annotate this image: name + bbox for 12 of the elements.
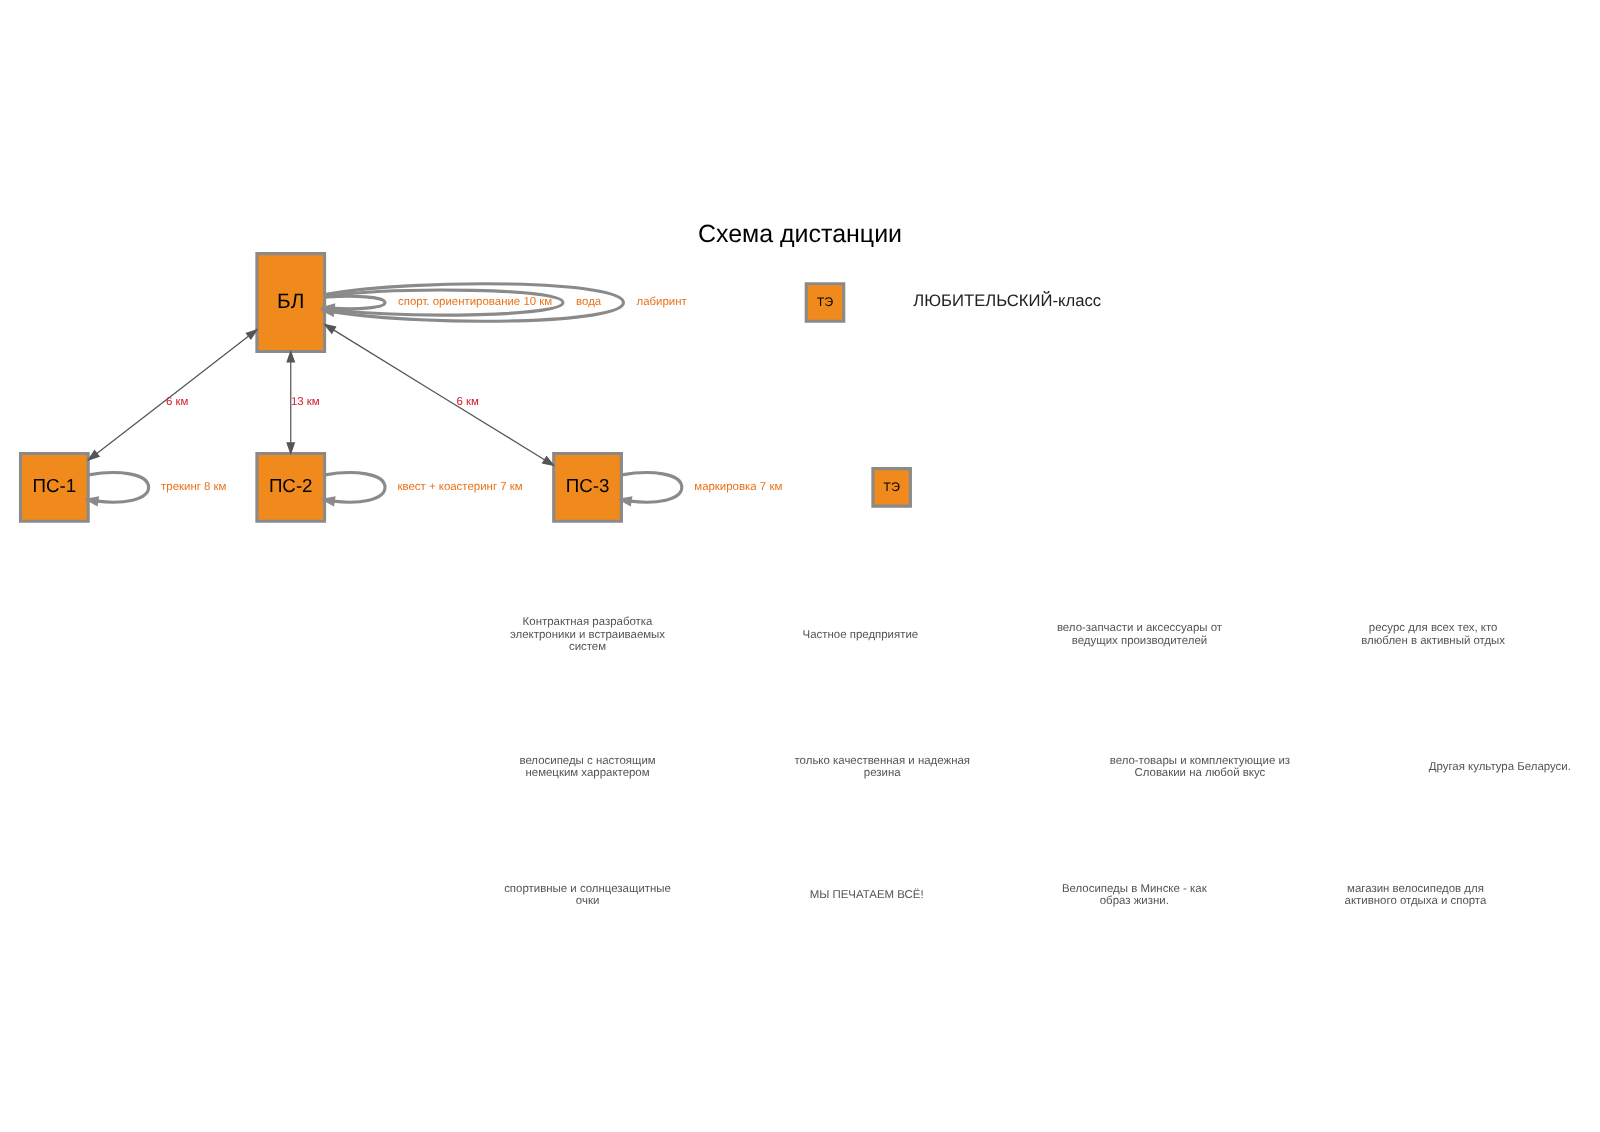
label: ЛЮБИТЕЛЬСКИЙ-класс (913, 290, 1102, 311)
arrow (84, 471, 151, 507)
arrow (323, 323, 556, 467)
arrow (617, 471, 684, 507)
node-box: БЛ (255, 252, 327, 354)
diagram-title: Схема дистанции (697, 220, 903, 249)
arrow (87, 328, 259, 462)
arrow (286, 349, 296, 456)
arrow (320, 471, 387, 507)
node-box: ПС-2 (255, 451, 327, 523)
node-box: ПС-3 (552, 451, 623, 523)
node-box: ПС-1 (18, 451, 90, 523)
